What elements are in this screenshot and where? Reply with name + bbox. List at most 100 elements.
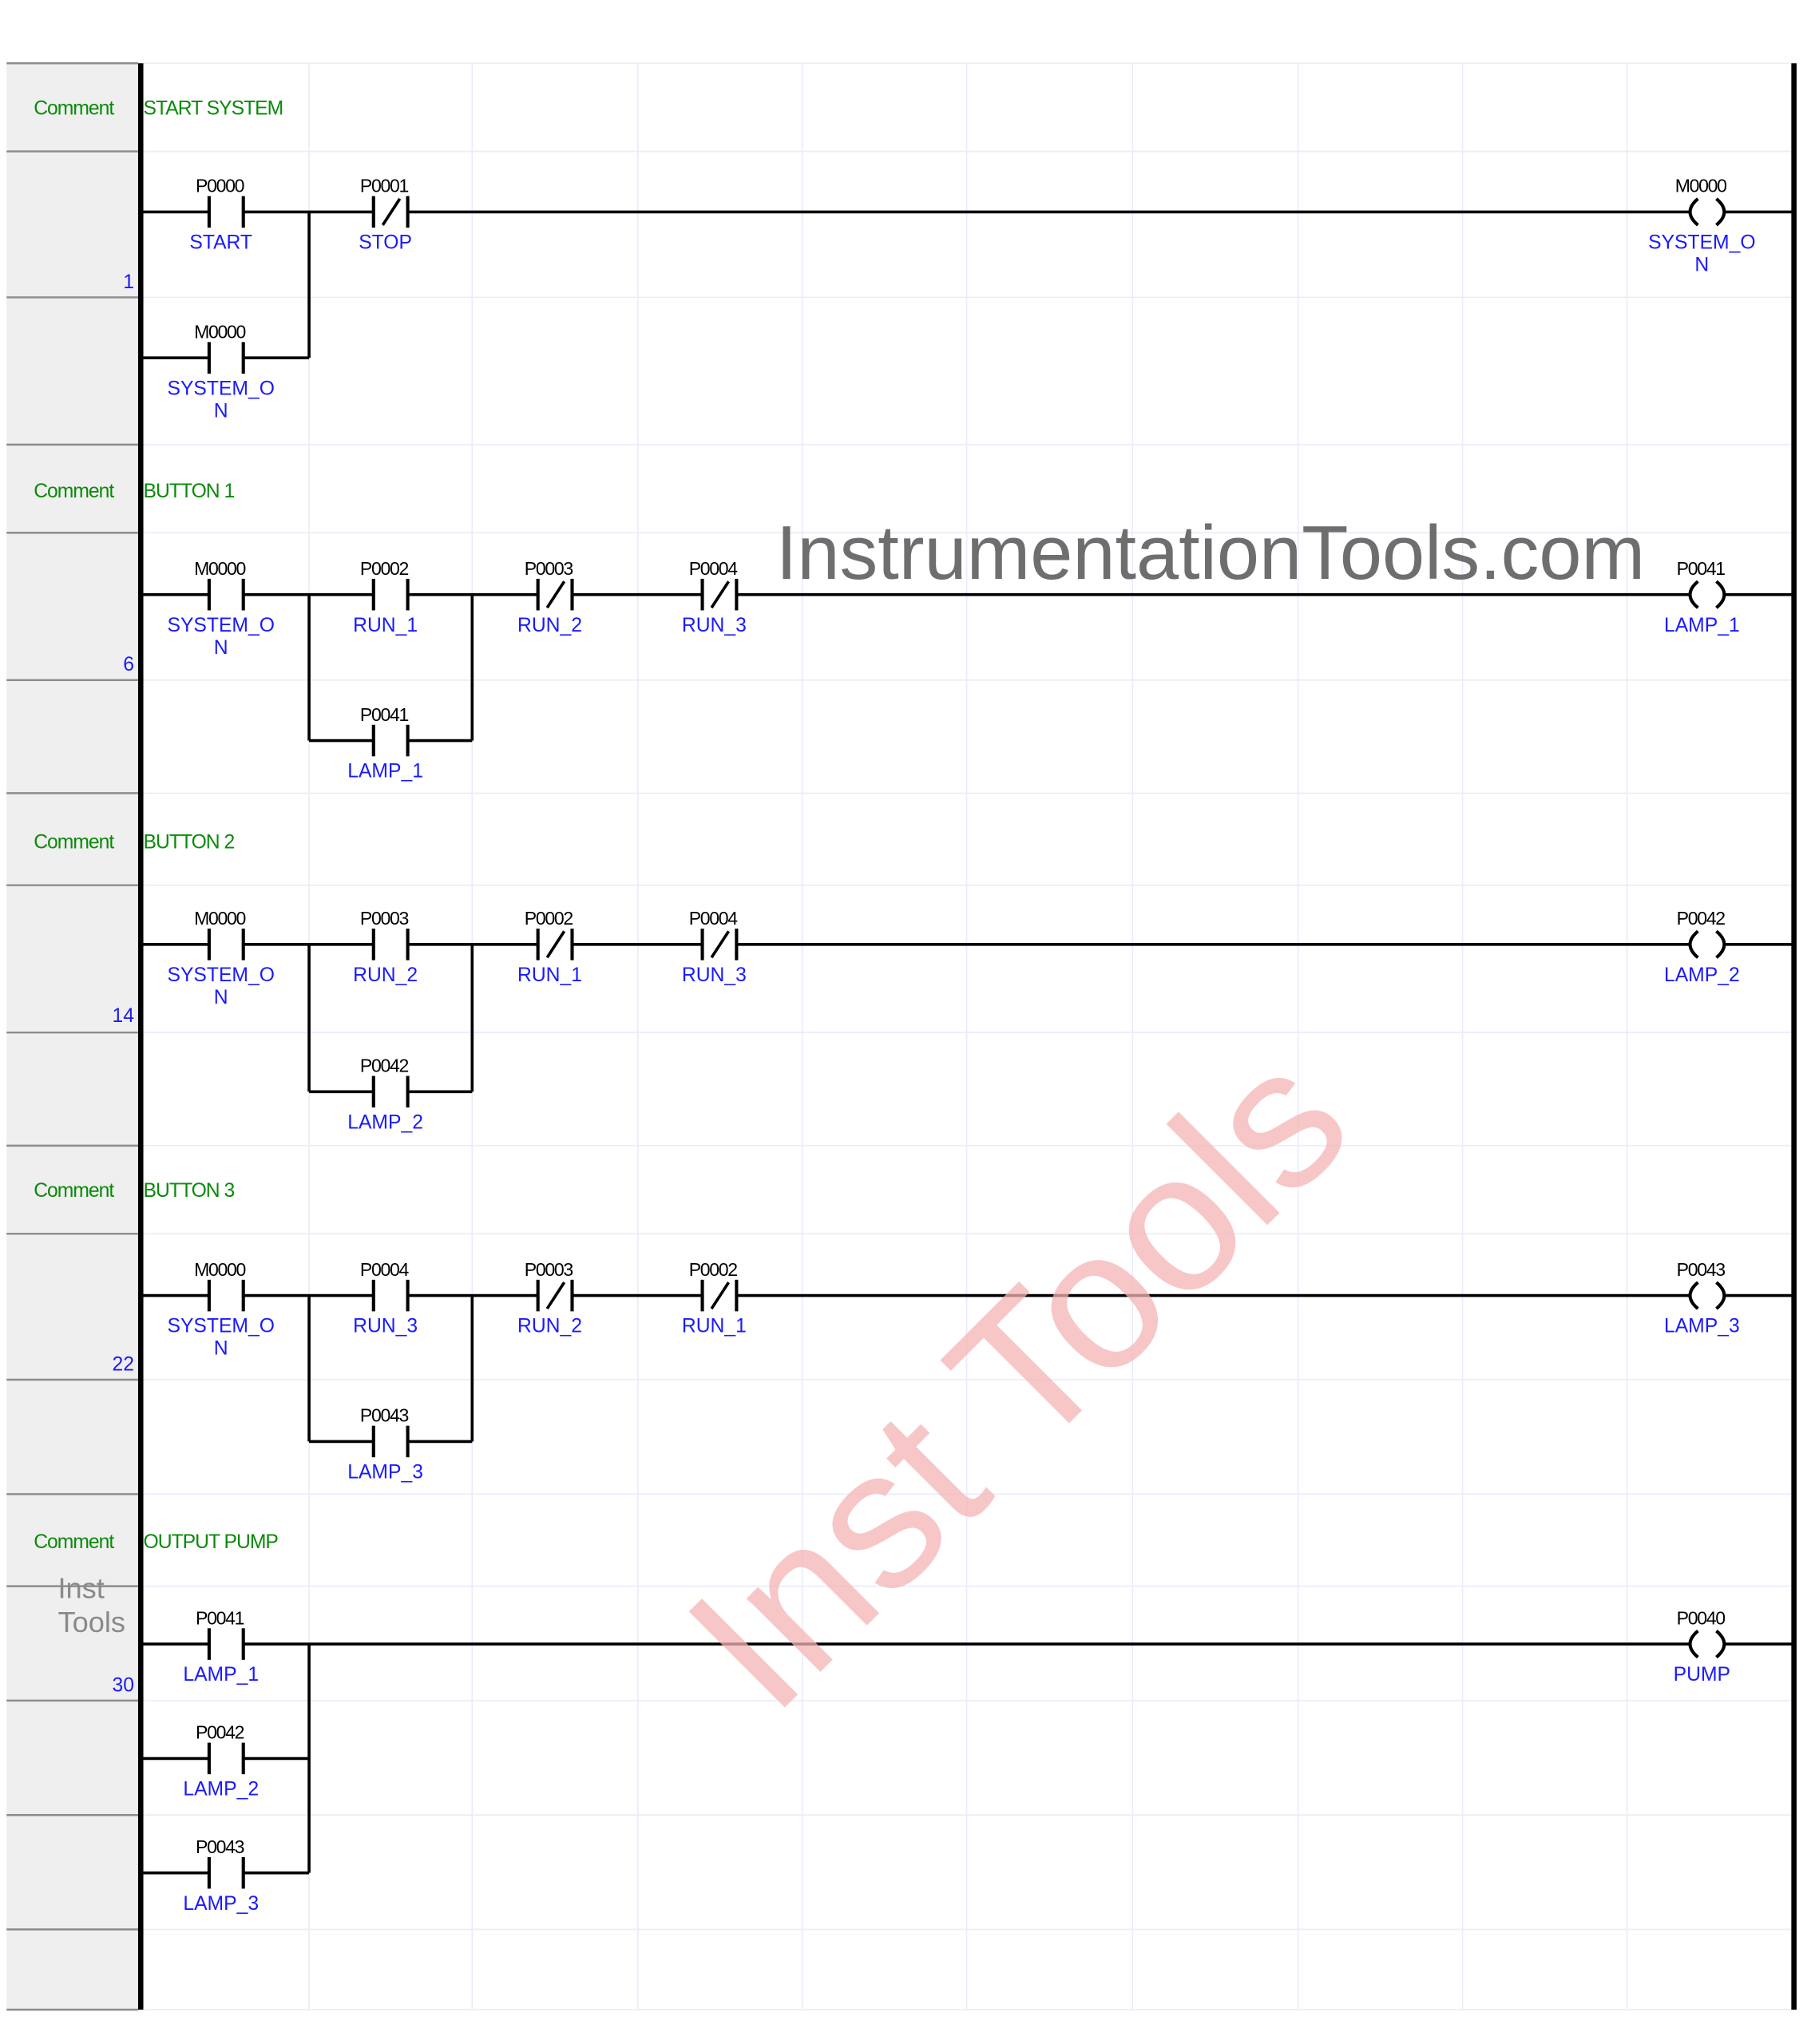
nc-slash-icon (710, 1281, 731, 1310)
side-watermark-line1: Inst (57, 1571, 104, 1604)
element-address: P0003 (525, 558, 573, 579)
nc-slash-icon (710, 580, 731, 609)
element-address: P0002 (360, 558, 409, 579)
contact-gap (374, 1291, 406, 1300)
coil-left-paren-icon (1688, 197, 1699, 227)
coil-address: P0043 (1677, 1259, 1726, 1280)
element-address: P0043 (360, 1405, 409, 1426)
coil-gap (1688, 589, 1726, 600)
step-number: 1 (123, 271, 134, 293)
element-name: LAMP_3 (183, 1893, 259, 1915)
element-name: LAMP_1 (183, 1664, 259, 1686)
element-address: P0042 (360, 1056, 409, 1076)
comment-label: Comment (34, 481, 114, 502)
coil-gap (1688, 206, 1726, 217)
left-power-rail (137, 63, 144, 2010)
coil-address: P0042 (1677, 908, 1726, 929)
wires (141, 210, 1794, 1875)
coil-left-paren-icon (1688, 580, 1699, 609)
step-number: 6 (123, 654, 134, 675)
comment-label: Comment (34, 1180, 114, 1202)
rung-comment: OUTPUT PUMP (144, 1531, 279, 1553)
element-name: RUN_1 (517, 965, 582, 986)
element-name: PUMP (1674, 1664, 1730, 1686)
comment-label: Comment (34, 832, 114, 854)
contact-gap (374, 940, 406, 949)
element-address: M0000 (194, 322, 245, 343)
element-address: P0003 (360, 908, 409, 929)
comment-label: Comment (34, 1531, 114, 1553)
coil-right-paren-icon (1715, 580, 1726, 609)
coil-right-paren-icon (1715, 1281, 1726, 1310)
rung-comment: BUTTON 3 (144, 1180, 235, 1202)
element-address: P0043 (196, 1836, 244, 1857)
element-address: P0042 (196, 1722, 244, 1743)
element-name: LAMP_3 (347, 1462, 423, 1483)
element-name: LAMP_1 (1664, 615, 1740, 636)
element-address: P0041 (196, 1607, 244, 1628)
element-address: M0000 (194, 1259, 245, 1280)
element-address: P0000 (196, 176, 244, 196)
element-name: START (189, 232, 252, 254)
element-name: LAMP_2 (347, 1111, 423, 1133)
element-name: LAMP_2 (183, 1778, 259, 1800)
coil-gap (1688, 939, 1726, 950)
rung-comment: BUTTON 1 (144, 481, 235, 502)
element-address: P0004 (360, 1259, 410, 1280)
nc-slash-icon (545, 580, 566, 609)
element-name: RUN_3 (682, 615, 747, 636)
coil-gap (1688, 1290, 1726, 1301)
contact-gap (210, 354, 243, 362)
side-watermark-line2: Tools (57, 1606, 125, 1638)
contact-gap (374, 736, 406, 745)
nc-slash-icon (545, 930, 566, 959)
coil-address: M0000 (1675, 176, 1726, 196)
element-address: P0003 (525, 1259, 573, 1280)
element-name: RUN_1 (353, 615, 418, 636)
element-name: STOP (359, 232, 412, 254)
nc-slash-icon (545, 1281, 566, 1310)
left-gutter (6, 63, 141, 2010)
step-number: 14 (113, 1005, 134, 1027)
element-address: P0004 (689, 908, 739, 929)
contact-gap (210, 208, 243, 216)
coil-left-paren-icon (1688, 929, 1699, 959)
coil-address: P0041 (1677, 558, 1726, 579)
coil-left-paren-icon (1688, 1281, 1699, 1310)
element-name: RUN_1 (682, 1316, 747, 1337)
